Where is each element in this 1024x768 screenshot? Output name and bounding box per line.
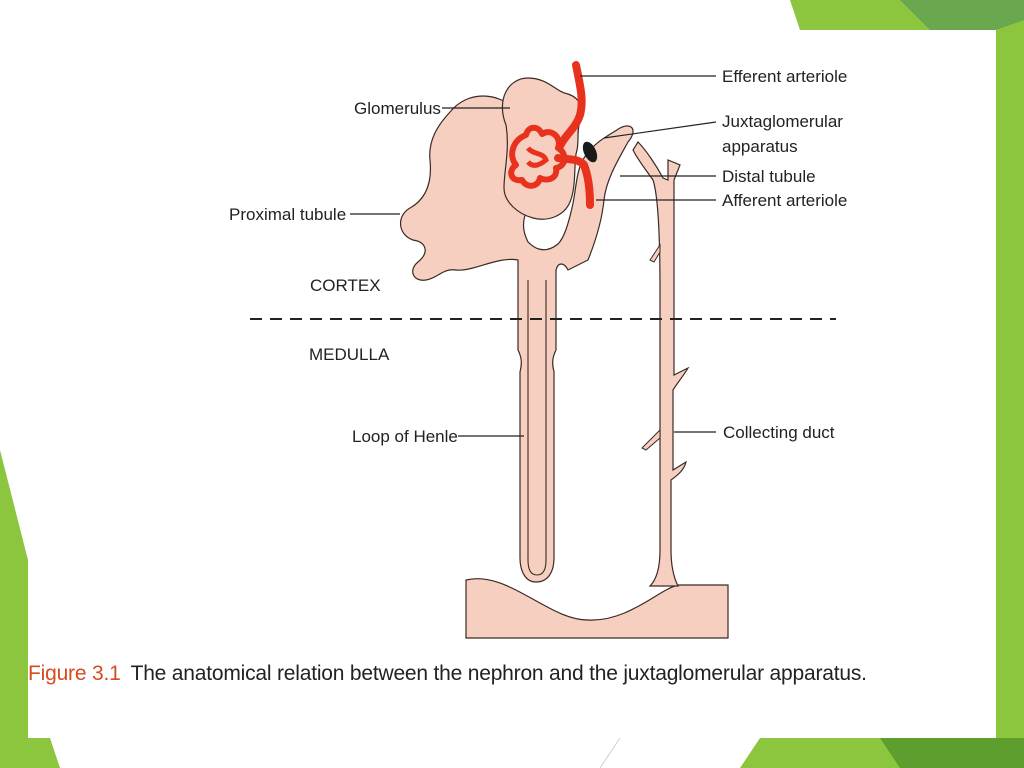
label-juxtaglomerular-line2: apparatus [722,137,798,156]
glomerular-capillaries [508,124,568,189]
label-proximal-tubule: Proximal tubule [229,205,346,224]
label-collecting-duct: Collecting duct [723,423,835,442]
afferent-arteriole [554,154,594,209]
right-green-strip [996,20,1024,768]
top-right-dark-green-shape [900,0,1024,30]
label-medulla: MEDULLA [309,345,390,364]
caption-text: The anatomical relation between the neph… [130,662,867,685]
figure-caption: Figure 3.1 The anatomical relation betwee… [28,662,988,686]
figure-number: Figure 3.1 [28,662,121,685]
leader-lines [350,75,717,437]
slide-content: Efferent arteriole Glomerulus Juxtaglome… [28,30,996,738]
collecting-duct-branch [649,243,661,263]
renal-pelvis-base [465,578,729,639]
juxtaglomerular-apparatus [582,141,598,163]
collecting-duct-branch-lower [641,428,661,451]
label-cortex: CORTEX [310,276,381,295]
label-distal-tubule: Distal tubule [722,167,816,186]
label-loop-of-henle: Loop of Henle [352,427,458,446]
glomerular-capillaries-inner [525,146,549,168]
bottom-left-green-shape [0,738,60,768]
bottom-thin-line [599,737,621,768]
loop-of-henle-inner [527,280,547,576]
bottom-right-dark-green-shape [880,738,1024,768]
left-green-triangle [0,450,28,768]
label-glomerulus: Glomerulus [354,99,441,118]
nephron-diagram: Efferent arteriole Glomerulus Juxtaglome… [229,61,847,639]
label-juxtaglomerular-line1: Juxtaglomerular [722,112,843,131]
label-afferent-arteriole: Afferent arteriole [722,191,847,210]
label-efferent-arteriole: Efferent arteriole [722,67,847,86]
efferent-arteriole [556,61,586,150]
collecting-duct [632,141,690,587]
nephron-tubule [400,95,634,583]
